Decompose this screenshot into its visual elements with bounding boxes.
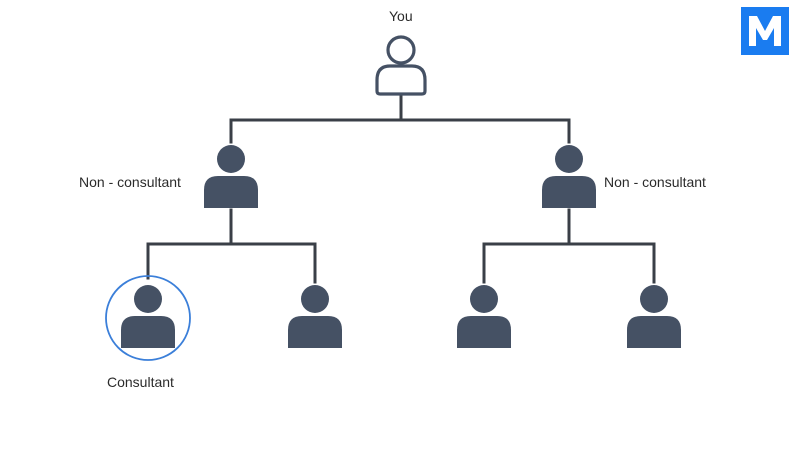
consultant-label: Consultant [107, 374, 174, 390]
non-consultant-right-label: Non - consultant [604, 174, 706, 190]
consultant-highlight-ring [105, 275, 191, 361]
leaf-4-person-icon [627, 285, 681, 348]
you-label: You [389, 8, 413, 24]
consultant-person-icon [121, 285, 175, 348]
non-consultant-left-label: Non - consultant [79, 174, 181, 190]
leaf-2-person-icon [288, 285, 342, 348]
non-consultant-right-person-icon [542, 145, 596, 208]
m-logo [741, 7, 789, 55]
leaf-3-person-icon [457, 285, 511, 348]
you-person-icon [375, 35, 427, 96]
connector-lines [146, 93, 656, 284]
non-consultant-left-person-icon [204, 145, 258, 208]
